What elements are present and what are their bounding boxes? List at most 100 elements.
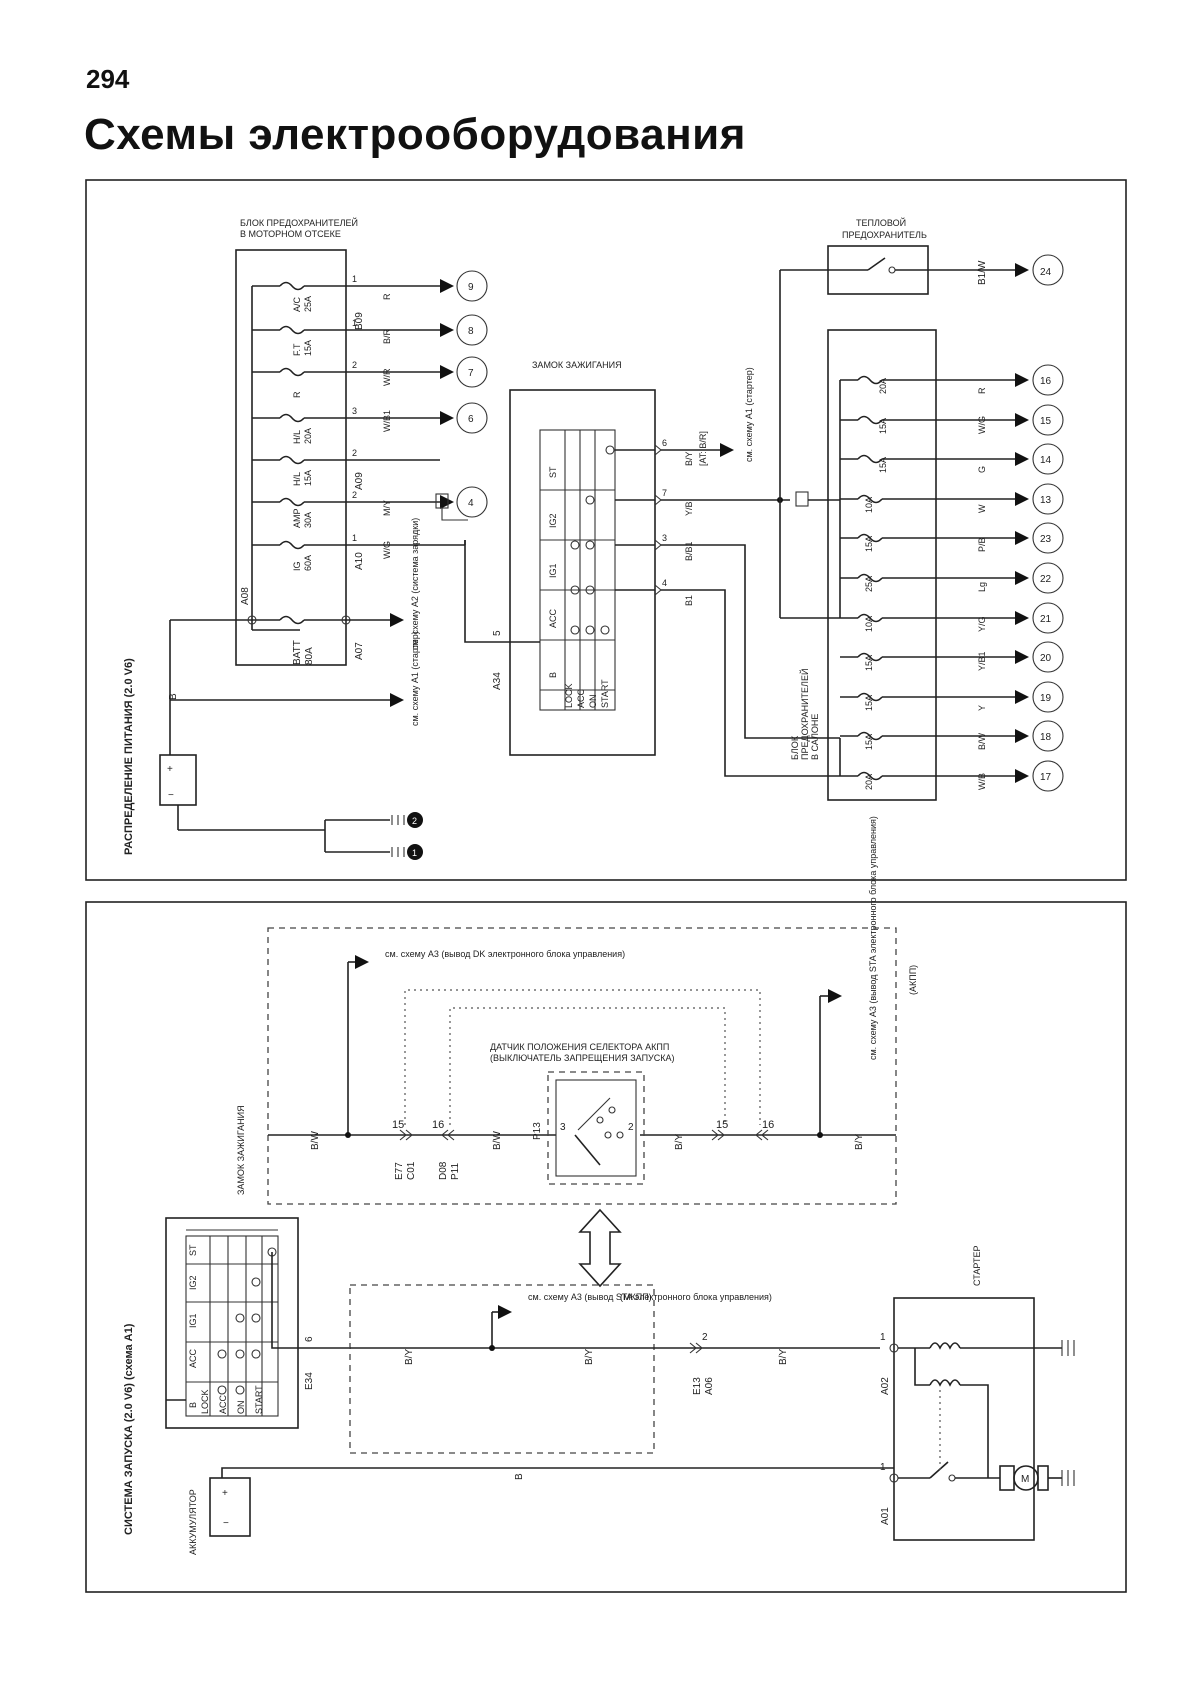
ign-bottom-contact-6 bbox=[251, 1349, 261, 1359]
engine-fuse-wire-2: W/R bbox=[382, 368, 392, 386]
ref-a1-starter: см. схему A1 (стартер) bbox=[410, 631, 420, 726]
engine-fuse-rating-6: 60A bbox=[303, 555, 313, 571]
dest-21-label: 21 bbox=[1040, 614, 1052, 625]
ign-bottom-contact-4 bbox=[235, 1349, 245, 1359]
ign-bottom-contact-1 bbox=[251, 1277, 261, 1287]
ignition-switch-label-bottom: ЗАМОК ЗАЖИГАНИЯ bbox=[236, 1105, 246, 1195]
dest-15-label: 15 bbox=[1040, 416, 1052, 427]
dotted-path-inner bbox=[449, 1007, 726, 1125]
ign-top-contact-3 bbox=[585, 540, 595, 550]
cabin-fuse-arrow-5 bbox=[1015, 571, 1029, 585]
starting-system-panel bbox=[85, 901, 1127, 1593]
dest-20-icon bbox=[1032, 641, 1064, 673]
ign-top-col-3: ACC bbox=[548, 608, 558, 628]
cabin-fuse-arrow-9 bbox=[1015, 729, 1029, 743]
conn-e13: E13 bbox=[692, 1377, 703, 1395]
engine-fuse-wire-3: W/B1 bbox=[382, 410, 392, 432]
ground-1-symbol-icon bbox=[391, 847, 405, 857]
ign-bottom-contact-5 bbox=[217, 1349, 227, 1359]
wire-b-bottom: B bbox=[514, 1473, 525, 1480]
ref-a2-charging: см. схему A2 (система зарядки) bbox=[410, 518, 420, 650]
pin-2-e13: 2 bbox=[702, 1332, 708, 1343]
dest-19-icon bbox=[1032, 681, 1064, 713]
starter-ground-1-icon bbox=[1061, 1340, 1075, 1356]
connector-a10: A10 bbox=[354, 552, 365, 570]
dest-22-label: 22 bbox=[1040, 574, 1052, 585]
ref-sta-top: см. схему A3 (вывод STA электронного бло… bbox=[868, 816, 878, 1060]
cabin-fuse-arrow-6 bbox=[1015, 611, 1029, 625]
ground-1-label: 1 bbox=[412, 848, 417, 858]
ign-output-wire-2: B/B1 bbox=[684, 541, 694, 561]
ign-top-contact-1 bbox=[585, 495, 595, 505]
ign-bottom-contact-2 bbox=[251, 1313, 261, 1323]
engine-fuse-arrow-3 bbox=[440, 411, 454, 425]
engine-fuse-arrow-1 bbox=[440, 323, 454, 337]
pin-16-b: 16 bbox=[762, 1119, 774, 1131]
dest-15-icon bbox=[1032, 404, 1064, 436]
cabin-fuse-wire-1: W/G bbox=[977, 416, 987, 434]
arrow-to-starter-ref bbox=[390, 693, 404, 707]
ign-bottom-col-0: B bbox=[188, 1402, 198, 1408]
start-section-title: СИСТЕМА ЗАПУСКА (2.0 V6) (схема A1) bbox=[123, 1323, 135, 1535]
engine-fuse-pin-1: 1 bbox=[352, 318, 357, 328]
pin-15-b: 15 bbox=[716, 1119, 728, 1131]
dest-9-icon bbox=[456, 270, 488, 302]
selector-pin-2: 2 bbox=[628, 1122, 634, 1133]
svg-text:−: − bbox=[168, 790, 174, 801]
at-dashed-region bbox=[267, 927, 897, 1205]
ign-bottom-contact-7 bbox=[217, 1385, 227, 1395]
dest-18-icon bbox=[1032, 720, 1064, 752]
dest-18-label: 18 bbox=[1040, 732, 1052, 743]
ign-bottom-pos-1: ACC bbox=[218, 1394, 228, 1414]
dest-19-label: 19 bbox=[1040, 693, 1052, 704]
dest-22-icon bbox=[1032, 562, 1064, 594]
ignition-input-pin: 5 bbox=[492, 630, 503, 636]
dest-6-icon bbox=[456, 402, 488, 434]
dest-17-label: 17 bbox=[1040, 772, 1052, 783]
ign-bottom-contact-3 bbox=[235, 1313, 245, 1323]
dest-9-label: 9 bbox=[468, 282, 474, 293]
engine-fuse-wire-5: M/Y bbox=[382, 500, 392, 516]
starter-ground-2-icon bbox=[1061, 1470, 1075, 1486]
starter-label: СТАРТЕР bbox=[972, 1245, 982, 1286]
ign-output-0: 6B/Y[AT: B/R] bbox=[615, 431, 708, 466]
cabin-fuse-arrow-4 bbox=[1015, 531, 1029, 545]
power-section-title: РАСПРЕДЕЛЕНИЕ ПИТАНИЯ (2.0 V6) bbox=[123, 658, 135, 855]
ign-output-wire-3: B1 bbox=[684, 595, 694, 606]
ign-output-pin-2: 3 bbox=[662, 533, 667, 543]
engine-fuse-rating-1: 15A bbox=[303, 340, 313, 356]
engine-fuse-arrow-0 bbox=[440, 279, 454, 293]
conn-e34: E34 bbox=[304, 1372, 315, 1390]
arrow-to-charging-ref bbox=[390, 613, 404, 627]
connector-a09: A09 bbox=[354, 472, 365, 490]
power-distribution-panel bbox=[85, 179, 1127, 881]
amp-relay bbox=[435, 493, 468, 521]
cabin-fuse-rating-2: 15A bbox=[878, 457, 888, 473]
selector-label: ДАТЧИК ПОЛОЖЕНИЯ СЕЛЕКТОРА АКПП bbox=[490, 1042, 669, 1052]
cabin-fuse-arrow-0 bbox=[1015, 373, 1029, 387]
ign-output-pin-3: 4 bbox=[662, 578, 667, 588]
dest-20-label: 20 bbox=[1040, 653, 1052, 664]
ref-sta-bottom: см. схему A3 (вывод STA электронного бло… bbox=[528, 1292, 772, 1302]
cabin-fuse-block-label: БЛОК bbox=[790, 735, 800, 760]
ign-top-contact-5 bbox=[585, 585, 595, 595]
dest-7-icon bbox=[456, 356, 488, 388]
dest-13-icon bbox=[1032, 483, 1064, 515]
dest-16-icon bbox=[1032, 364, 1064, 396]
akpp-tag: (АКПП) bbox=[908, 965, 918, 995]
battery-bottom: АККУМУЛЯТОР + − B bbox=[188, 1467, 894, 1555]
page-number: 294 bbox=[86, 64, 130, 94]
engine-fuse-wire-0: R bbox=[382, 293, 392, 300]
arrow-ref-sta-top bbox=[828, 989, 842, 1003]
connector-a34: A34 bbox=[492, 672, 503, 690]
dest-21-icon bbox=[1032, 602, 1064, 634]
wire-by-5: B/Y bbox=[778, 1349, 789, 1365]
